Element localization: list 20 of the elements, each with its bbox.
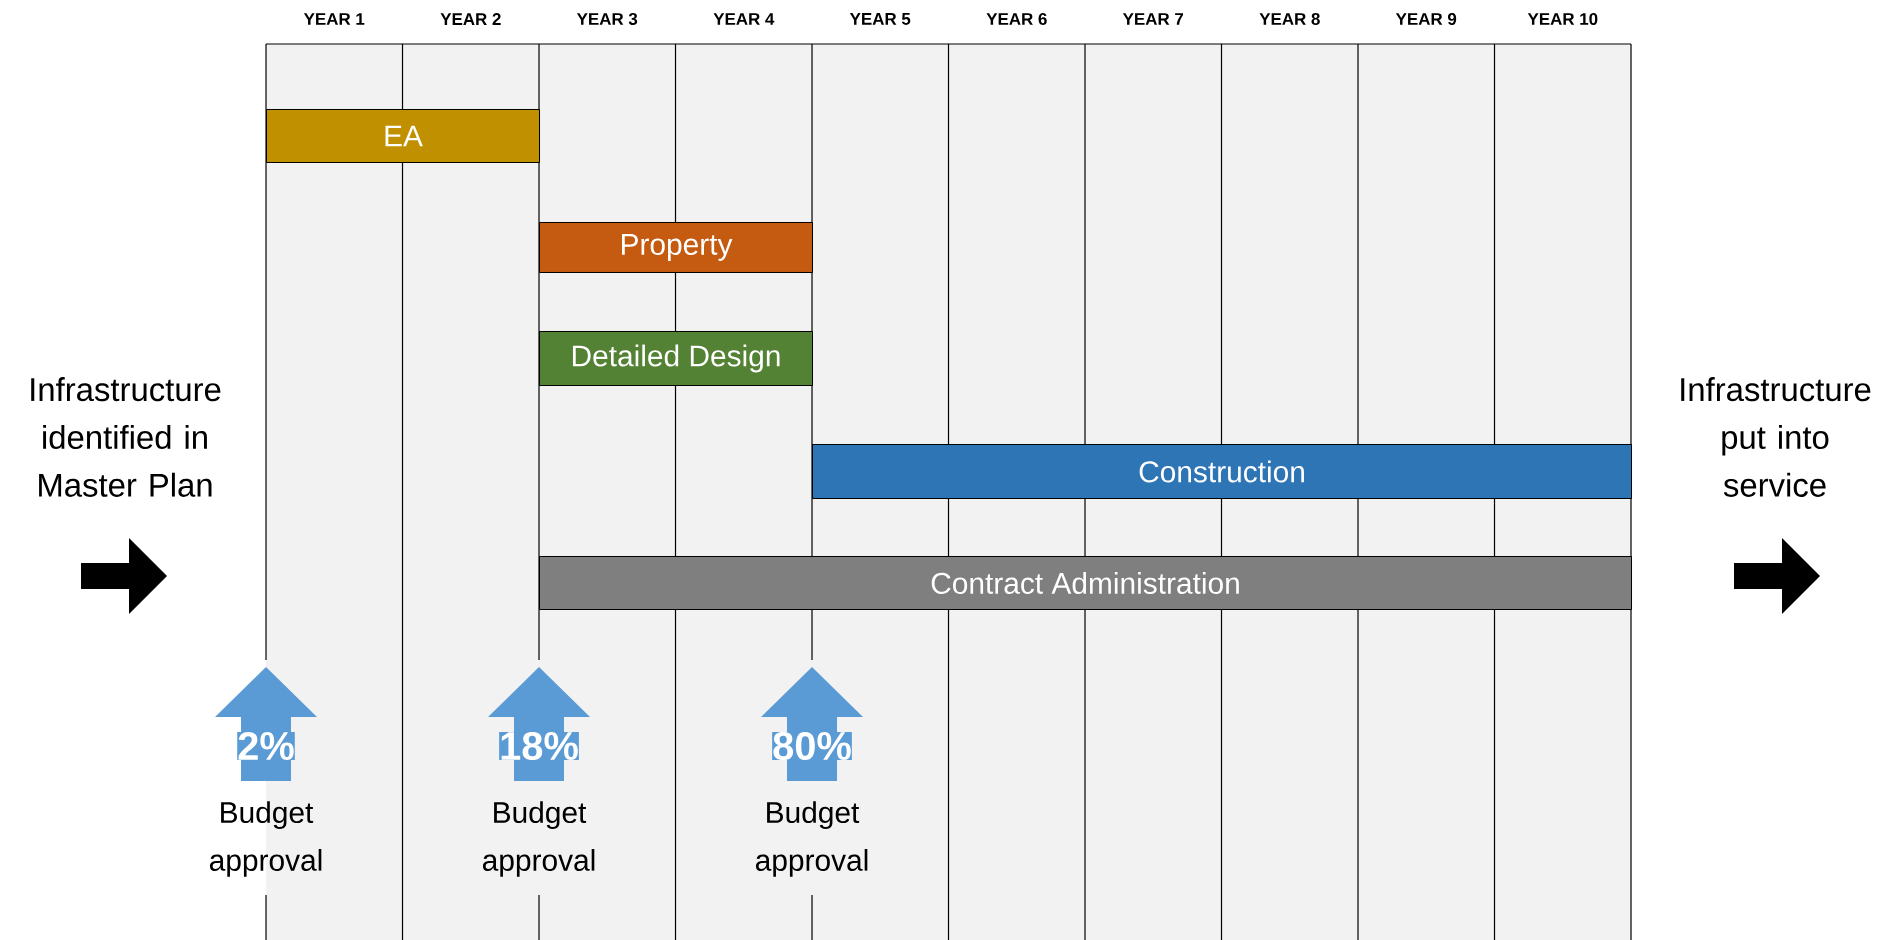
task-bar: Detailed Design <box>539 331 813 386</box>
side-text: Infrastructure put into service <box>1681 377 1871 497</box>
node-label: Budget approval <box>482 801 595 877</box>
year-label: YEAR 7 <box>1122 13 1184 25</box>
year-label: YEAR 5 <box>849 13 911 25</box>
task-bar: Construction <box>812 444 1632 499</box>
node-label: Budget approval <box>755 801 868 877</box>
year-label: YEAR 1 <box>303 13 365 25</box>
task-bar: Contract Administration <box>539 556 1632 610</box>
year-label: YEAR 6 <box>986 13 1047 25</box>
task-bar: EA <box>266 109 540 163</box>
year-label: YEAR 2 <box>440 13 501 25</box>
year-label: YEAR 3 <box>576 13 638 25</box>
year-label: YEAR 9 <box>1395 13 1457 25</box>
node-label: Budget approval <box>209 801 322 877</box>
year-label: YEAR 10 <box>1527 13 1598 25</box>
year-label: YEAR 8 <box>1259 13 1320 25</box>
task-bar: Property <box>539 222 813 273</box>
side-text: Infrastructure identified in Master Plan <box>31 377 221 497</box>
year-label: YEAR 4 <box>713 13 775 25</box>
